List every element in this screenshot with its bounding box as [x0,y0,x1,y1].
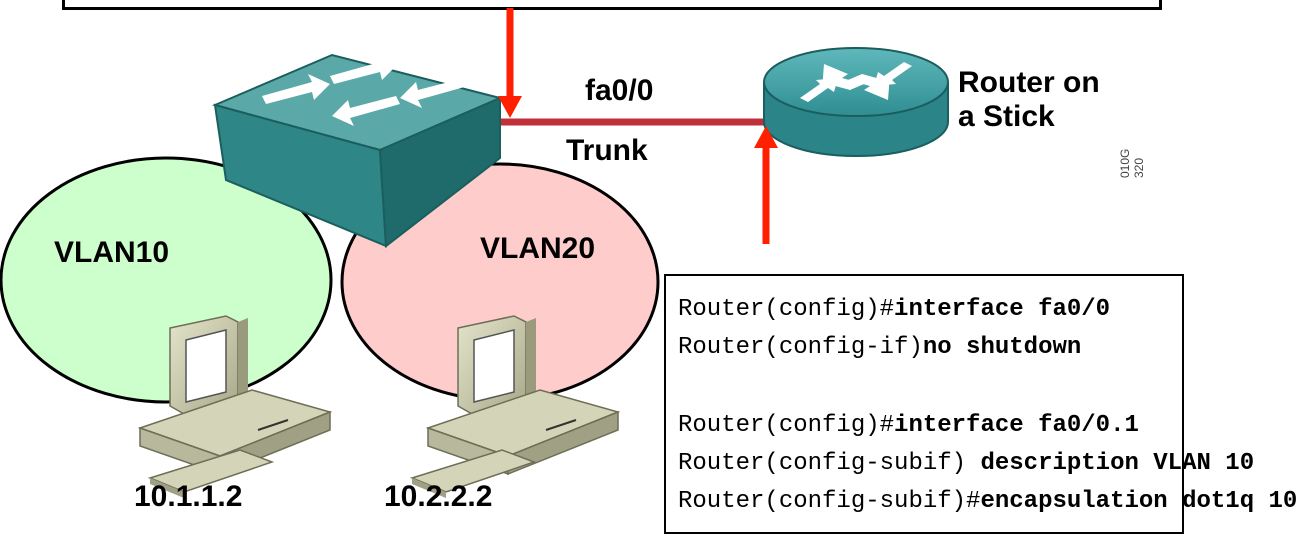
config-command: no shutdown [922,334,1082,361]
config-prompt: Router(config-subif)# [678,488,981,515]
config-line: Router(config)#interface fa0/0.1 [678,412,1139,439]
router-label-line1: Router on [958,66,1100,99]
pc-icon [137,315,333,498]
config-prompt: Router(config)# [678,412,895,439]
host2-ip-label: 10.2.2.2 [384,480,493,513]
vlan20-label: VLAN20 [480,232,596,265]
config-line: Router(config-subif) description VLAN 10 [678,450,1254,477]
config-line: Router(config)#interface fa0/0 [678,296,1110,323]
config-line: Router(config-if)no shutdown [678,334,1081,361]
router-icon [763,47,949,157]
host1-ip-label: 10.1.1.2 [134,480,243,513]
config-command: description VLAN 10 [980,450,1255,477]
top-callout-box [62,0,1162,10]
fa-interface-label: fa0/0 [585,74,654,107]
figure-id: 010G 320 [1118,148,1146,178]
vlan10-zone [0,156,333,404]
router-label-line2: a Stick [958,100,1055,133]
config-command: encapsulation dot1q 10 [980,488,1297,515]
config-prompt: Router(config)# [678,296,895,323]
switch-icon [211,53,504,248]
pc-icon [409,315,621,498]
config-prompt: Router(config-subif) [678,450,981,477]
arrow-icon [498,8,522,118]
config-line: Router(config-subif)#encapsulation dot1q… [678,488,1297,515]
config-command: interface fa0/0 [894,296,1111,323]
vlan10-label: VLAN10 [54,236,170,269]
network-diagram [0,8,949,498]
config-commands-box: Router(config)#interface fa0/0 Router(co… [664,274,1297,534]
trunk-label: Trunk [566,134,648,167]
config-prompt: Router(config-if) [678,334,923,361]
arrow-icon [754,126,778,244]
config-command: interface fa0/0.1 [894,412,1139,439]
